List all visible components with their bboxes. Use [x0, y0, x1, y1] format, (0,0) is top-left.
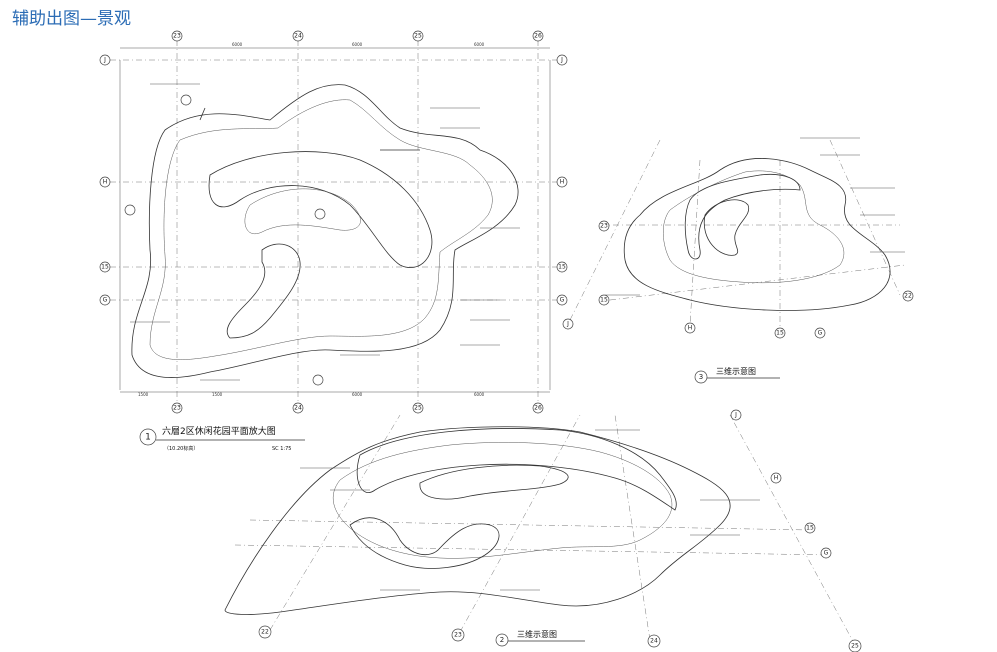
grid-col-26-top: 26	[534, 33, 542, 40]
view3-caption: 3 三维示意图	[694, 366, 780, 384]
grid-row-G-left: G	[103, 297, 108, 304]
plan-dimensions: 6000 6000 6000 1500 1500 6000 6000	[138, 42, 485, 397]
view3-bubbles: J 23 15 H 15 G 22	[562, 220, 914, 339]
grid-col-25-bottom: 25	[414, 405, 422, 412]
plan-markers	[124, 94, 420, 386]
plan-caption-title: 六層2区休闲花园平面放大图	[162, 425, 276, 437]
grid-col-23-top: 23	[173, 33, 181, 40]
grid-row-J-right: J	[560, 57, 563, 64]
view3-label-23: 23	[600, 223, 608, 230]
plan-grid-bubbles: 23 24 25 26 23 24 25 26 J H 15 G J	[99, 30, 568, 414]
view2-label-22: 22	[261, 629, 269, 636]
view2-label-23: 23	[454, 632, 462, 639]
grid-col-25-top: 25	[414, 33, 422, 40]
plan-view: 23 24 25 26 23 24 25 26 J H 15 G J	[99, 30, 568, 452]
view3-annotations	[605, 137, 905, 296]
plan-garden-shape	[131, 84, 519, 378]
grid-col-23-bottom: 23	[173, 405, 181, 412]
view2-label-24: 24	[650, 638, 658, 645]
grid-row-H-left: H	[103, 179, 108, 186]
view2-annotations	[300, 429, 760, 591]
grid-row-15-left: 15	[101, 264, 109, 271]
plan-caption-sub: （10.20标高）	[164, 445, 198, 452]
view3: J 23 15 H 15 G 22 3 三维示意图	[562, 137, 914, 384]
dim-top-2: 6000	[352, 42, 363, 47]
dim-bottom-3: 6000	[352, 392, 363, 397]
plan-caption: 1 六層2区休闲花园平面放大图 （10.20标高） SC 1:75	[139, 425, 305, 452]
view2-label-J: J	[734, 412, 737, 419]
view3-grid	[569, 139, 906, 330]
view2-grid	[234, 414, 856, 646]
view3-caption-number: 3	[699, 373, 703, 381]
view3-caption-title: 三维示意图	[716, 366, 756, 376]
grid-col-24-bottom: 24	[294, 405, 302, 412]
view3-label-15-left: 15	[600, 297, 608, 304]
view2-label-H: H	[774, 475, 779, 482]
page-title: 辅助出图—景观	[12, 9, 131, 29]
plan-grid	[110, 40, 565, 408]
view3-label-J: J	[566, 321, 569, 328]
view2-label-G: G	[824, 550, 829, 557]
view2-caption-title: 三维示意图	[517, 629, 557, 639]
view2-caption: 2 三维示意图	[495, 629, 585, 647]
dim-bottom-1: 1500	[138, 392, 149, 397]
grid-col-24-top: 24	[294, 33, 302, 40]
plan-caption-scale: SC 1:75	[272, 446, 291, 452]
grid-row-H-right: H	[560, 179, 565, 186]
view3-label-15-bottom: 15	[776, 330, 784, 337]
grid-col-26-bottom: 26	[534, 405, 542, 412]
grid-row-J-left: J	[103, 57, 106, 64]
dim-top-1: 6000	[232, 42, 243, 47]
view2: 25 24 23 22 15 G H J 2	[224, 409, 862, 652]
dim-bottom-4: 6000	[474, 392, 485, 397]
view3-label-22: 22	[904, 293, 912, 300]
view3-label-H: H	[688, 325, 693, 332]
dim-top-3: 6000	[474, 42, 485, 47]
view2-label-15: 15	[806, 525, 814, 532]
view2-bubbles: 25 24 23 22 15 G H J	[258, 409, 862, 652]
dim-bottom-2: 1500	[212, 392, 223, 397]
view2-caption-number: 2	[500, 636, 504, 644]
view3-label-G: G	[818, 330, 823, 337]
view2-label-25: 25	[851, 643, 859, 650]
grid-row-G-right: G	[560, 297, 565, 304]
plan-annotations	[130, 83, 520, 381]
grid-row-15-right: 15	[558, 264, 566, 271]
plan-caption-number: 1	[145, 433, 151, 443]
